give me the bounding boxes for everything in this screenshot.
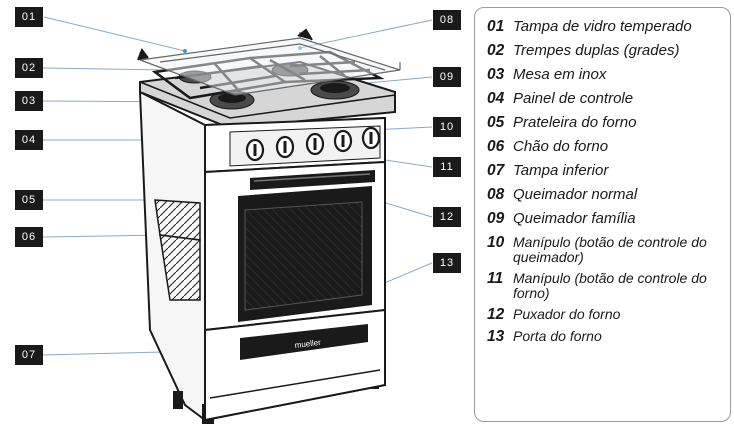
legend-text: Puxador do forno <box>513 306 621 322</box>
legend-item: 06 Chão do forno <box>487 139 726 155</box>
legend-item: 11 Manípulo (botão de controle do forno) <box>487 271 726 301</box>
legend-number: 05 <box>487 114 505 131</box>
legend-text: Tampa de vidro temperado <box>513 18 692 35</box>
legend-item: 02 Trempes duplas (grades) <box>487 43 726 59</box>
callout-11: 11 <box>433 157 461 177</box>
legend-item: 07 Tampa inferior <box>487 163 726 179</box>
legend-number: 04 <box>487 90 505 107</box>
legend-text: Queimador normal <box>513 186 638 203</box>
legend-item: 09 Queimador família <box>487 211 726 227</box>
legend-text: Prateleira do forno <box>513 114 637 131</box>
callout-08: 08 <box>433 10 461 30</box>
legend-text: Trempes duplas (grades) <box>513 42 680 59</box>
callout-03: 03 <box>15 91 43 111</box>
legend-number: 01 <box>487 18 505 35</box>
legend-number: 11 <box>487 270 504 287</box>
legend-text: Manípulo (botão de controle do forno) <box>513 270 707 301</box>
callout-01: 01 <box>15 7 43 27</box>
legend-number: 10 <box>487 234 505 251</box>
legend-text: Porta do forno <box>513 328 602 344</box>
oven-racks <box>154 199 201 301</box>
callout-09: 09 <box>433 67 461 87</box>
legend-item: 12 Puxador do forno <box>487 307 726 323</box>
legend-number: 09 <box>487 210 505 227</box>
legend-item: 08 Queimador normal <box>487 187 726 203</box>
legend-item: 01 Tampa de vidro temperado <box>487 19 726 35</box>
legend-number: 03 <box>487 66 505 83</box>
legend-item: 10 Manípulo (botão de controle do queimad… <box>487 235 726 265</box>
callout-04: 04 <box>15 130 43 150</box>
oven-brand-label: mueller <box>294 338 321 350</box>
legend-item: 13 Porta do forno <box>487 329 726 345</box>
callout-10: 10 <box>433 117 461 137</box>
callout-12: 12 <box>433 207 461 227</box>
stove-illustration: mueller <box>42 16 433 424</box>
legend-number: 06 <box>487 138 505 155</box>
legend-item: 03 Mesa em inox <box>487 67 726 83</box>
legend-item: 04 Painel de controle <box>487 91 726 107</box>
legend-text: Painel de controle <box>513 90 634 107</box>
legend-number: 08 <box>487 186 505 203</box>
callout-05: 05 <box>15 190 43 210</box>
legend-text: Mesa em inox <box>513 66 607 83</box>
legend-number: 12 <box>487 306 505 323</box>
bottom-drawer: mueller <box>204 308 386 422</box>
legend-text: Chão do forno <box>513 138 609 155</box>
legend-number: 07 <box>487 162 505 179</box>
parts-legend: 01 Tampa de vidro temperado 02 Trempes dup… <box>474 7 731 422</box>
legend-number: 13 <box>487 328 505 345</box>
legend-item: 05 Prateleira do forno <box>487 115 726 131</box>
oven-door <box>204 160 386 332</box>
legend-text: Manípulo (botão de controle do queimador… <box>513 234 707 265</box>
callout-02: 02 <box>15 58 43 78</box>
legend-text: Tampa inferior <box>513 162 609 179</box>
legend-text: Queimador família <box>513 210 636 227</box>
callout-07: 07 <box>15 345 43 365</box>
callout-13: 13 <box>433 253 461 273</box>
legend-number: 02 <box>487 42 505 59</box>
callout-06: 06 <box>15 227 43 247</box>
